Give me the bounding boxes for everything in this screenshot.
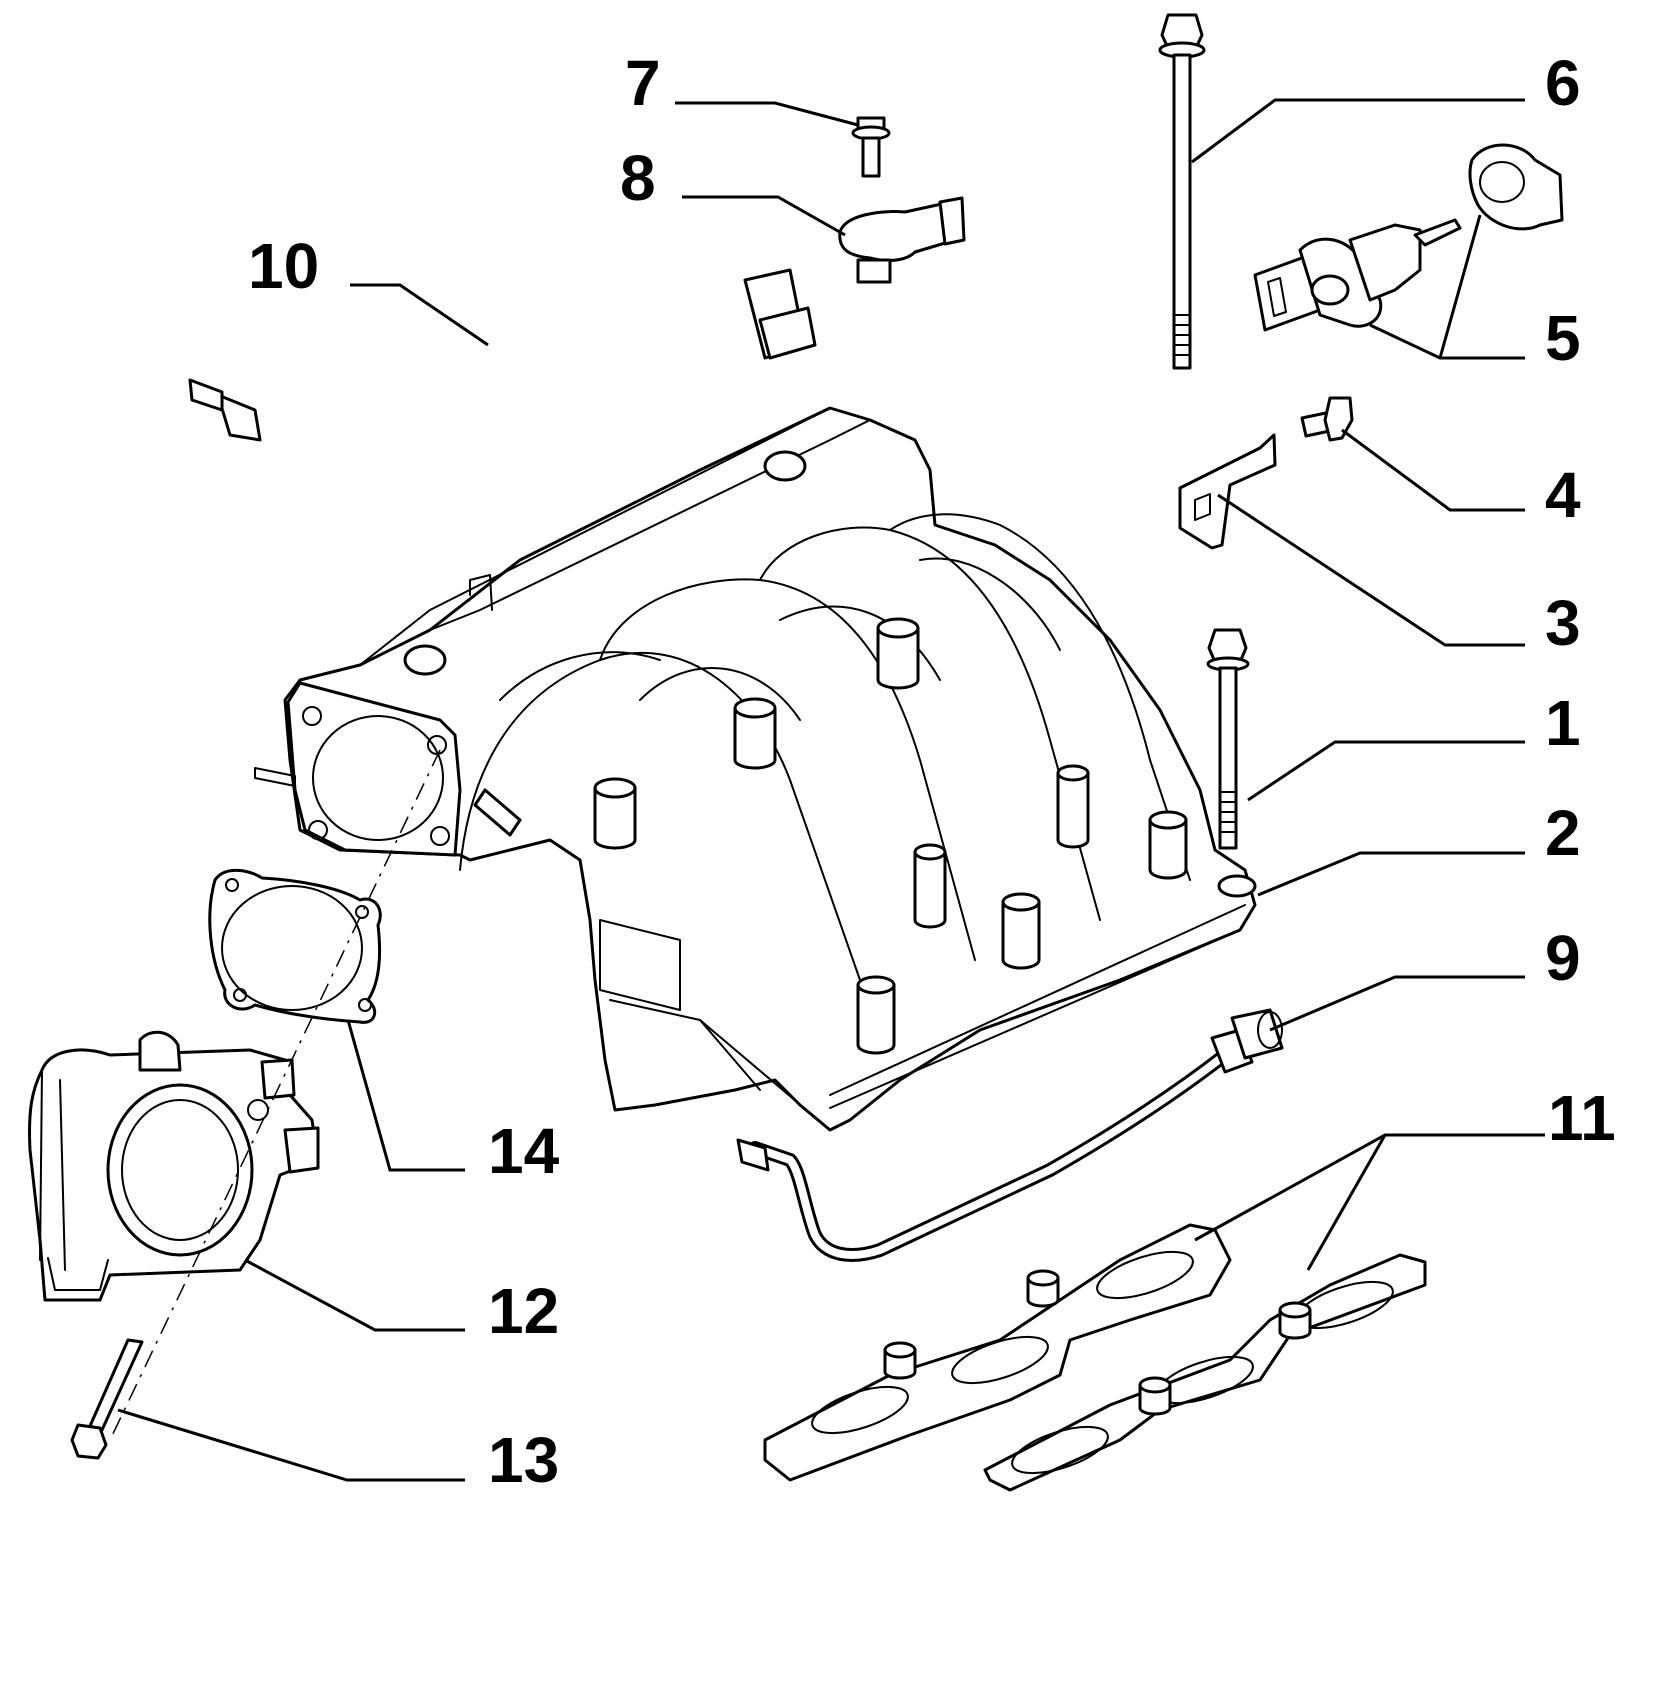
callout-4: 4 bbox=[1545, 459, 1581, 531]
leader-lines bbox=[117, 98, 1545, 1482]
callout-14: 14 bbox=[488, 1115, 560, 1187]
callout-labels: 1 2 3 4 5 6 7 8 9 10 11 12 13 14 bbox=[248, 47, 1616, 1496]
callout-8: 8 bbox=[620, 142, 656, 214]
throttle-bolt bbox=[70, 1338, 144, 1460]
long-bolt-6 bbox=[1158, 13, 1206, 370]
callout-3: 3 bbox=[1545, 587, 1581, 659]
callout-10: 10 bbox=[248, 230, 319, 302]
bracket-screw bbox=[1300, 396, 1354, 442]
position-sensor bbox=[1253, 143, 1564, 332]
throttle-body bbox=[28, 1030, 320, 1302]
callout-1: 1 bbox=[1545, 687, 1581, 759]
callout-2: 2 bbox=[1545, 797, 1581, 869]
callout-9: 9 bbox=[1545, 922, 1581, 994]
callout-13: 13 bbox=[488, 1424, 559, 1496]
callout-6: 6 bbox=[1545, 47, 1581, 119]
vacuum-hose bbox=[188, 230, 817, 449]
callout-11: 11 bbox=[1548, 1082, 1616, 1154]
manifold-bosses bbox=[473, 617, 1257, 1055]
assembly-axis-line bbox=[109, 749, 441, 1441]
sensor-bolt bbox=[851, 116, 891, 178]
long-bolt-1 bbox=[1206, 628, 1250, 850]
bracket bbox=[1178, 433, 1277, 550]
intake-manifold bbox=[254, 406, 1257, 1132]
map-sensor bbox=[838, 196, 966, 284]
throttle-gasket bbox=[208, 868, 382, 1024]
manifold-gaskets bbox=[763, 1223, 1427, 1492]
callout-5: 5 bbox=[1545, 302, 1581, 374]
callout-7: 7 bbox=[625, 47, 661, 119]
sensor-cable bbox=[736, 1008, 1284, 1262]
callout-12: 12 bbox=[488, 1275, 559, 1347]
